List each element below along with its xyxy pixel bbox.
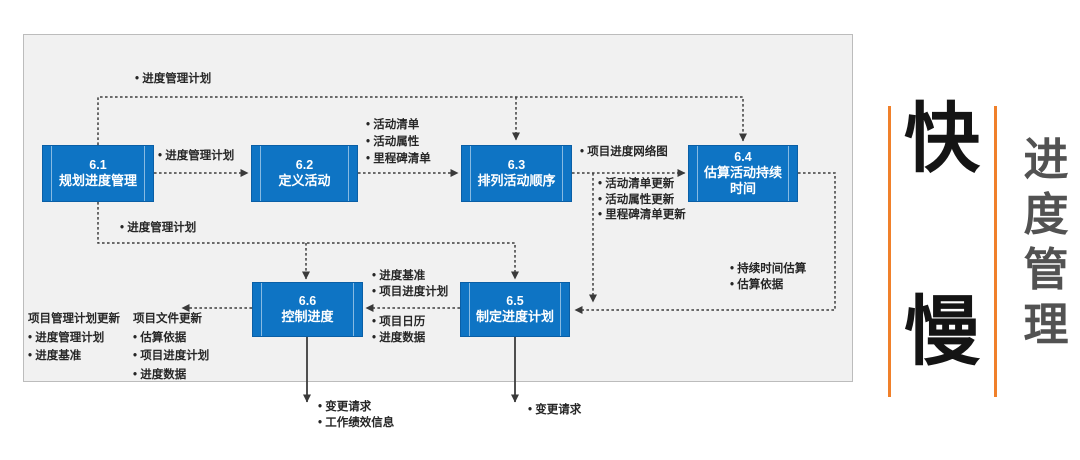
process-title: 定义活动 — [278, 173, 331, 188]
label-heading: 项目文件更新 — [133, 313, 202, 325]
fast-character: 快 — [904, 97, 980, 182]
label-63-updates: • 活动清单更新 • 活动属性更新 • 里程碑清单更新 — [598, 177, 686, 224]
process-title: 估算活动持续时间 — [703, 165, 782, 196]
process-title: 规划进度管理 — [58, 173, 137, 188]
label-line: • 活动属性 — [366, 136, 420, 148]
label-line: • 估算依据 — [730, 278, 784, 291]
process-number: 6.6 — [298, 294, 317, 308]
label-line: • 工作绩效信息 — [318, 417, 395, 429]
process-number: 6.2 — [295, 158, 314, 172]
label-line: • 项目进度计划 — [133, 350, 210, 362]
label-65-bottom-output: • 变更请求 — [528, 404, 582, 416]
accent-bar-left — [888, 106, 891, 397]
label-line: • 持续时间估算 — [730, 263, 807, 275]
process-box-control-schedule: 6.6 控制进度 — [252, 282, 363, 337]
label-plan-bottom: • 进度管理计划 — [120, 222, 197, 234]
process-number: 6.5 — [506, 294, 524, 308]
label-line: • 里程碑清单更新 — [598, 209, 686, 221]
label-line: • 进度数据 — [372, 331, 426, 344]
label-64-outputs: • 持续时间估算 • 估算依据 — [730, 262, 806, 293]
label-plan-top: • 进度管理计划 — [135, 73, 212, 85]
label-65-to-66-upper: • 进度基准 • 项目进度计划 — [372, 269, 448, 300]
process-title: 制定进度计划 — [475, 309, 554, 324]
label-line: • 进度管理计划 — [28, 331, 105, 344]
process-box-plan-schedule-management: 6.1 规划进度管理 — [42, 145, 154, 202]
label-doc-updates-column: 项目文件更新 • 估算依据 • 项目进度计划 • 进度数据 — [133, 310, 209, 384]
label-line: • 进度基准 — [372, 270, 426, 282]
label-line: • 估算依据 — [133, 331, 187, 344]
process-box-develop-schedule: 6.5 制定进度计划 — [460, 282, 570, 337]
label-line: • 活动属性更新 — [598, 193, 675, 206]
label-plan-61-to-62: • 进度管理计划 — [158, 150, 235, 162]
label-line: • 活动清单 — [366, 119, 420, 131]
label-line: • 项目进度计划 — [372, 285, 449, 298]
label-line: • 进度基准 — [28, 350, 82, 362]
label-65-to-66-lower: • 项目日历 • 进度数据 — [372, 315, 425, 346]
label-line: • 进度数据 — [133, 368, 187, 381]
process-title: 排列活动顺序 — [477, 173, 556, 188]
process-number: 6.1 — [89, 158, 107, 172]
label-63-network-diagram: • 项目进度网络图 — [580, 146, 668, 158]
process-number: 6.3 — [507, 158, 526, 172]
label-heading: 项目管理计划更新 — [28, 313, 120, 325]
process-number: 6.4 — [734, 150, 752, 164]
label-line: • 项目日历 — [372, 316, 426, 328]
slow-character: 慢 — [904, 290, 980, 375]
label-line: • 里程碑清单 — [366, 153, 431, 165]
vertical-title-schedule-management: 进度管理 — [1023, 134, 1069, 350]
process-box-sequence-activities: 6.3 排列活动顺序 — [461, 145, 572, 202]
accent-bar-right — [994, 106, 997, 397]
label-66-bottom-outputs: • 变更请求 • 工作绩效信息 — [318, 399, 394, 431]
label-plan-updates-column: 项目管理计划更新 • 进度管理计划 • 进度基准 — [28, 310, 120, 366]
label-line: • 活动清单更新 — [598, 178, 675, 190]
label-line: • 变更请求 — [318, 401, 372, 413]
label-62-outputs: • 活动清单 • 活动属性 • 里程碑清单 — [366, 117, 431, 168]
process-box-define-activities: 6.2 定义活动 — [251, 145, 358, 202]
process-box-estimate-durations: 6.4 估算活动持续时间 — [688, 145, 798, 202]
process-title: 控制进度 — [281, 309, 334, 324]
